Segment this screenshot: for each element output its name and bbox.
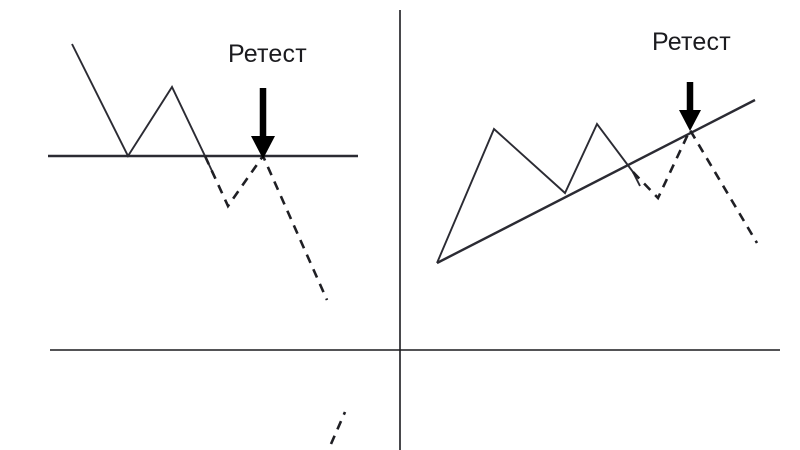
left-price-dashed-continuation bbox=[329, 411, 347, 445]
retest-arrow-right bbox=[679, 82, 701, 131]
left-price-dashed-path bbox=[203, 153, 329, 301]
quadrant-dividers bbox=[50, 10, 780, 450]
right-price-dashed-path bbox=[632, 127, 759, 244]
retest-label-left: Ретест bbox=[228, 40, 307, 68]
right-price-solid-path bbox=[436, 122, 641, 264]
left-price-solid-path bbox=[71, 43, 213, 172]
right-chart-group: Ретест bbox=[436, 28, 759, 265]
arrow-head-icon bbox=[679, 110, 701, 131]
left-chart-group: Ретест bbox=[48, 40, 358, 445]
retest-label-right: Ретест bbox=[652, 28, 731, 56]
retest-arrow-left bbox=[251, 88, 275, 159]
ascending-trendline bbox=[436, 98, 756, 265]
arrow-head-icon bbox=[251, 136, 275, 159]
